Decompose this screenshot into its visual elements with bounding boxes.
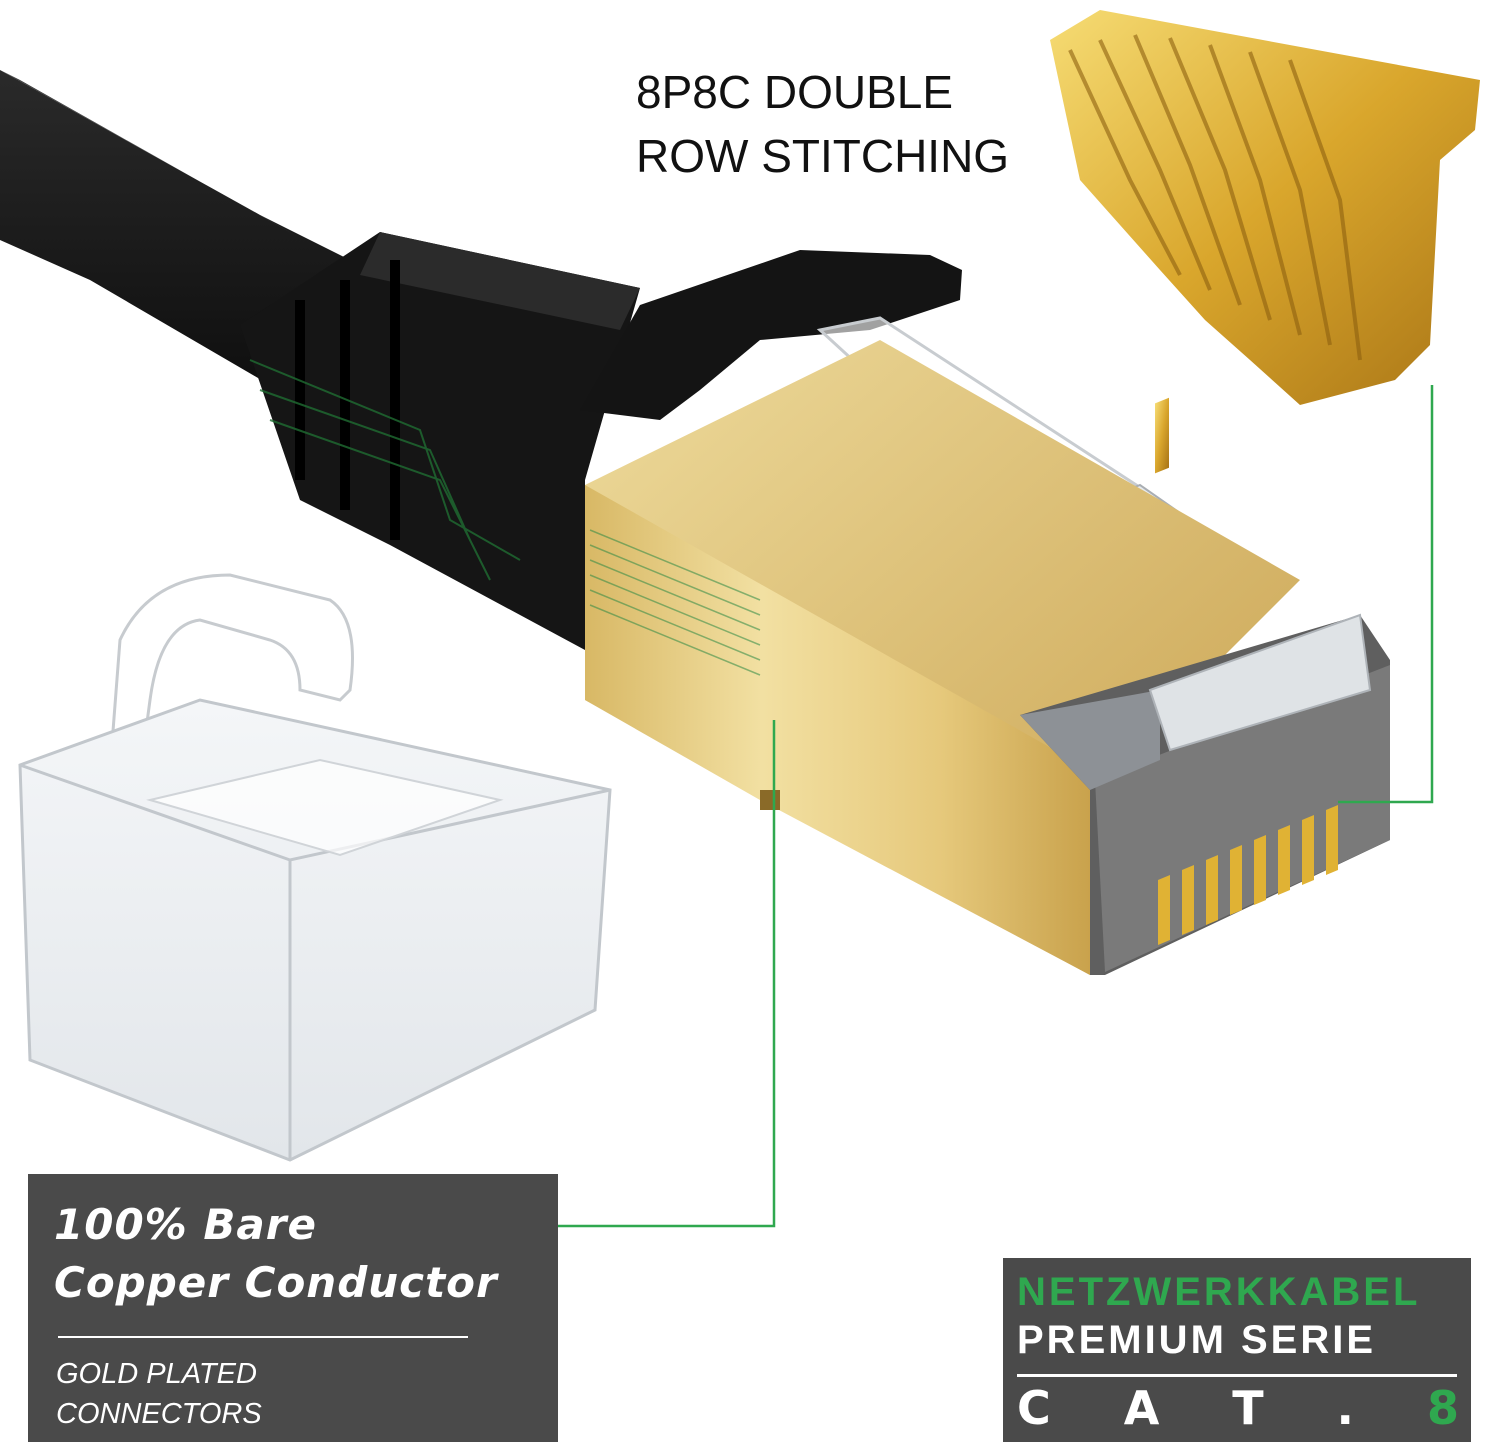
latch-tab	[580, 250, 962, 420]
cat-dot: .	[1336, 1381, 1355, 1435]
cat-number: 8	[1426, 1381, 1459, 1435]
dust-cap	[18, 573, 612, 1162]
contact-pins	[1155, 397, 1169, 474]
connectors-line-2: CONNECTORS	[56, 1398, 262, 1430]
conductor-line-2: Copper Conductor	[54, 1258, 498, 1307]
pins-callout-line	[1338, 385, 1434, 804]
connectors-line-1: GOLD PLATED	[56, 1358, 257, 1390]
stitching-line-2: ROW STITCHING	[636, 130, 1010, 182]
contact-pin-row	[1158, 805, 1338, 945]
stitching-line-1: 8P8C DOUBLE	[636, 66, 954, 118]
badge-line-1: NETZWERKKABEL	[1017, 1270, 1421, 1314]
gold-shield	[585, 340, 1300, 975]
gold-contact-closeup	[1050, 10, 1480, 405]
badge-category: C A T . 8	[1017, 1380, 1459, 1436]
cat-letter-t: T	[1232, 1381, 1264, 1435]
cable-boot	[240, 232, 640, 650]
cat-letter-c: C	[1017, 1381, 1051, 1435]
cat-letter-a: A	[1123, 1381, 1160, 1435]
badge-divider	[1017, 1374, 1457, 1377]
stitching-label: 8P8C DOUBLE ROW STITCHING	[636, 60, 1009, 188]
conductor-line-1: 100% Bare	[54, 1200, 317, 1249]
series-badge: NETZWERKKABEL PREMIUM SERIE C A T . 8	[1003, 1258, 1471, 1442]
copper-conductor-panel: 100% Bare Copper Conductor GOLD PLATED C…	[28, 1174, 558, 1442]
panel-divider	[58, 1336, 468, 1338]
connector-face	[1020, 613, 1390, 975]
badge-line-2: PREMIUM SERIE	[1017, 1318, 1377, 1362]
